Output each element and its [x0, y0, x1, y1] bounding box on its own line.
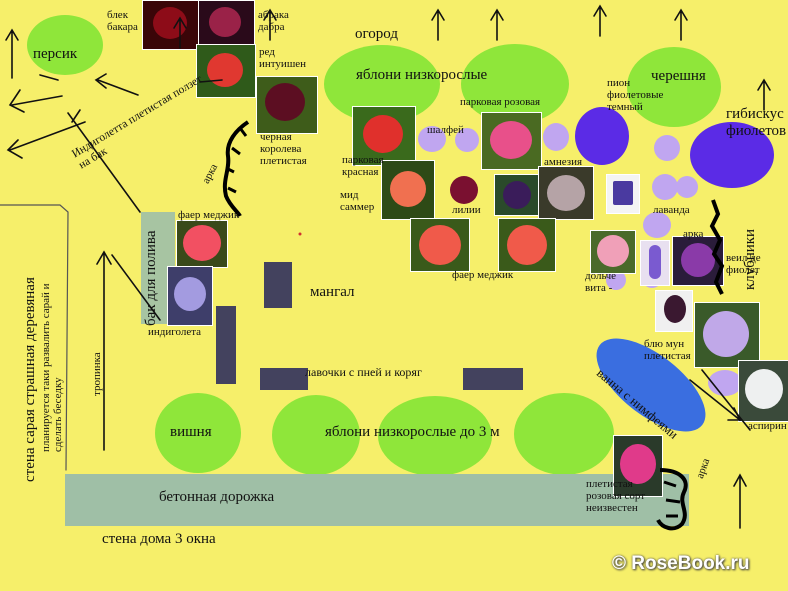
label-veilchenblau: веил де фиолет — [726, 252, 761, 277]
lavender-dot-1 — [654, 135, 680, 161]
rose-photo-red-intuition — [196, 44, 256, 98]
label-blue-moon: блю мун плетистая — [644, 338, 691, 363]
label-park-red: парковая красная — [342, 154, 384, 179]
tree-apple-bottom-2 — [378, 396, 492, 476]
rose-photo-dolce-vita — [590, 230, 636, 274]
rose-photo-black-queen — [256, 76, 318, 134]
rose-photo-tulip — [655, 290, 693, 332]
watermark: © RoseBook.ru — [612, 553, 750, 574]
label-shed-wall: стена сарая страшная деревяная — [22, 277, 38, 482]
sage-2 — [455, 128, 479, 152]
label-aspirin: аспирин — [748, 420, 787, 432]
label-hibiscus: гибискус фиолетов — [726, 106, 787, 140]
lavender-dot-3 — [676, 176, 698, 198]
label-apple-trees-top: яблони низкорослые — [356, 67, 488, 83]
bench-bottom-left — [260, 368, 308, 390]
label-park-pink: парковая розовая — [460, 96, 541, 108]
rose-photo-fire-magic-mid-1 — [410, 218, 470, 272]
label-lilies: лилии — [452, 204, 481, 216]
label-climbing-pink: плетистая розовая сорт неизвестен — [586, 478, 646, 515]
label-water-tank: бак для полива — [143, 230, 159, 326]
label-strawberries: клубники — [742, 228, 758, 290]
tree-cherry-top — [627, 47, 721, 127]
label-amnesia: амнезия — [544, 156, 583, 168]
label-cherry-bottom: вишня — [170, 424, 212, 440]
label-dolce-vita: дольче вита - — [585, 270, 617, 295]
label-peach: персик — [33, 46, 78, 62]
label-fire-magic-mid: фаер меджик — [452, 269, 514, 281]
lavender-dot-4 — [643, 212, 671, 238]
label-black-queen: черная королева плетистая — [260, 131, 307, 168]
peony-violet — [575, 107, 629, 165]
tree-peach — [27, 15, 103, 75]
rose-photo-black-baccara — [142, 0, 200, 50]
label-arch-2: арка — [683, 228, 704, 240]
rose-photo-amnesia — [538, 166, 594, 220]
label-grill: мангал — [310, 284, 355, 300]
label-peony: пион фиолетовые темный — [607, 77, 664, 114]
concrete-path — [65, 474, 689, 526]
label-black-baccara: блек бакара — [107, 9, 138, 34]
rose-photo-park-red — [352, 106, 416, 166]
rose-photo-park-pink — [481, 112, 542, 170]
rose-photo-indigoletta — [167, 266, 213, 326]
label-footpath: тропинка — [91, 352, 103, 396]
sage-1 — [418, 126, 446, 152]
lavender-dot-8 — [708, 370, 742, 396]
rose-photo-aspirin — [738, 360, 788, 422]
label-abracadabra: абрака дабра — [258, 9, 289, 34]
rose-photo-climbing-pink — [613, 435, 663, 497]
tree-apple-bottom-1 — [272, 395, 360, 475]
rose-photo-veilchenblau — [672, 236, 724, 286]
bench-left — [216, 306, 236, 384]
rose-photo-lavender-pack — [606, 174, 640, 214]
lilies-dot — [450, 176, 478, 204]
label-concrete-path: бетонная дорожка — [159, 489, 275, 505]
bench-bottom-right — [463, 368, 523, 390]
label-sweet-cherry: черешня — [651, 68, 706, 84]
rose-photo-lily — [494, 174, 540, 216]
label-sage: шалфей — [427, 124, 464, 136]
tree-apple-top-2 — [461, 44, 569, 124]
label-lavender: лаванда — [653, 204, 690, 216]
label-red-intuition: ред интуишен — [259, 46, 307, 71]
label-fire-magic-left: фаер меджик — [178, 209, 240, 221]
grill — [264, 262, 292, 308]
rose-photo-blue-moon — [694, 302, 760, 368]
tree-apple-bottom-3 — [514, 393, 614, 475]
hibiscus-violet — [690, 122, 774, 188]
rose-photo-fire-magic-left — [176, 220, 228, 268]
rose-photo-fire-magic-mid-2 — [498, 218, 556, 272]
rose-photo-midsummer — [381, 160, 435, 220]
label-apple-trees-bottom: яблони низкорослые до 3 м — [325, 424, 500, 440]
label-indigoletta: индиголета — [148, 326, 202, 338]
lavender-dot-2 — [652, 174, 678, 200]
label-midsummer: мид саммер — [340, 189, 375, 214]
amnesia-dot-1 — [543, 123, 569, 151]
label-benches: лавочки с пней и коряг — [305, 365, 422, 379]
tree-cherry-bottom — [155, 393, 241, 473]
rose-photo-lavender-spike — [640, 240, 670, 286]
label-vegetable-garden: огород — [355, 26, 398, 42]
rose-photo-abracadabra — [198, 0, 255, 46]
label-house-wall: стена дома 3 окна — [102, 531, 216, 547]
lavender-dot-6 — [606, 270, 626, 290]
label-shed-plan: планируется таки развалить сарай и сдела… — [40, 283, 65, 452]
